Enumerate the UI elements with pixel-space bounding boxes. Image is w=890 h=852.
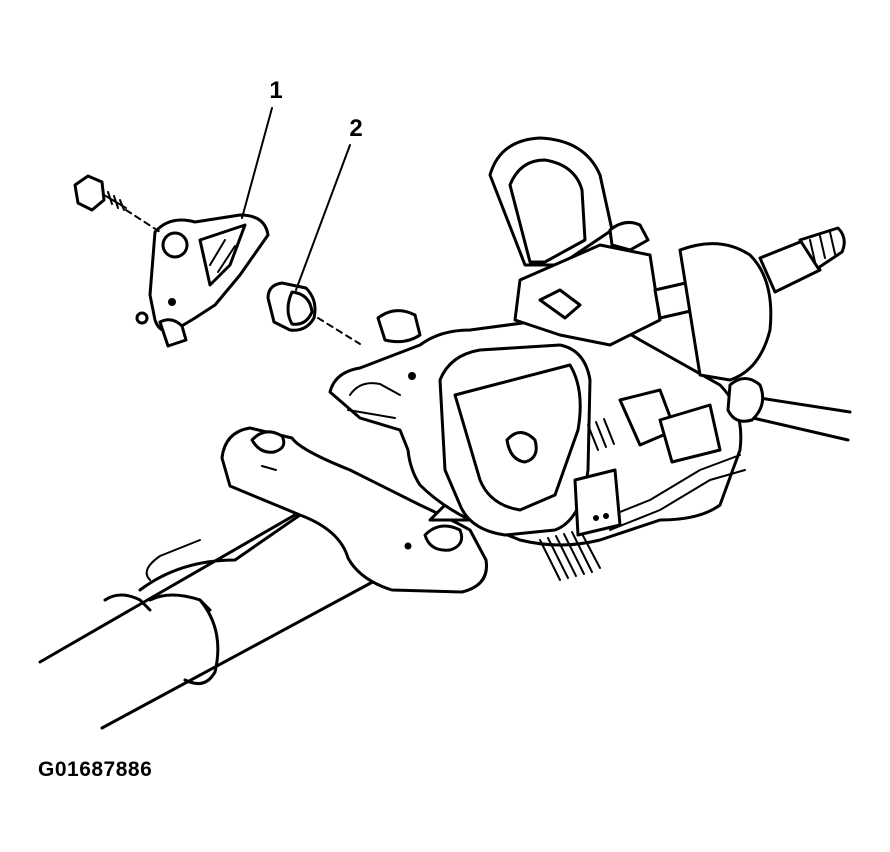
switch-connectors bbox=[573, 388, 722, 537]
callout-2-label: 2 bbox=[349, 115, 362, 142]
steering-shaft bbox=[678, 226, 846, 382]
column-housing bbox=[328, 309, 743, 547]
wiring-harness bbox=[539, 377, 852, 581]
figure-id: G01687886 bbox=[38, 758, 153, 781]
mounting-bracket bbox=[220, 426, 488, 594]
callout-1-label: 1 bbox=[269, 77, 282, 104]
lock-housing bbox=[488, 136, 697, 347]
part-2-bushing bbox=[266, 281, 361, 345]
callout-2-leader bbox=[295, 144, 351, 291]
part-1-bracket bbox=[135, 213, 270, 348]
callout-1-leader bbox=[241, 107, 273, 219]
column-tube bbox=[38, 510, 382, 730]
fastener-screw bbox=[73, 174, 161, 233]
